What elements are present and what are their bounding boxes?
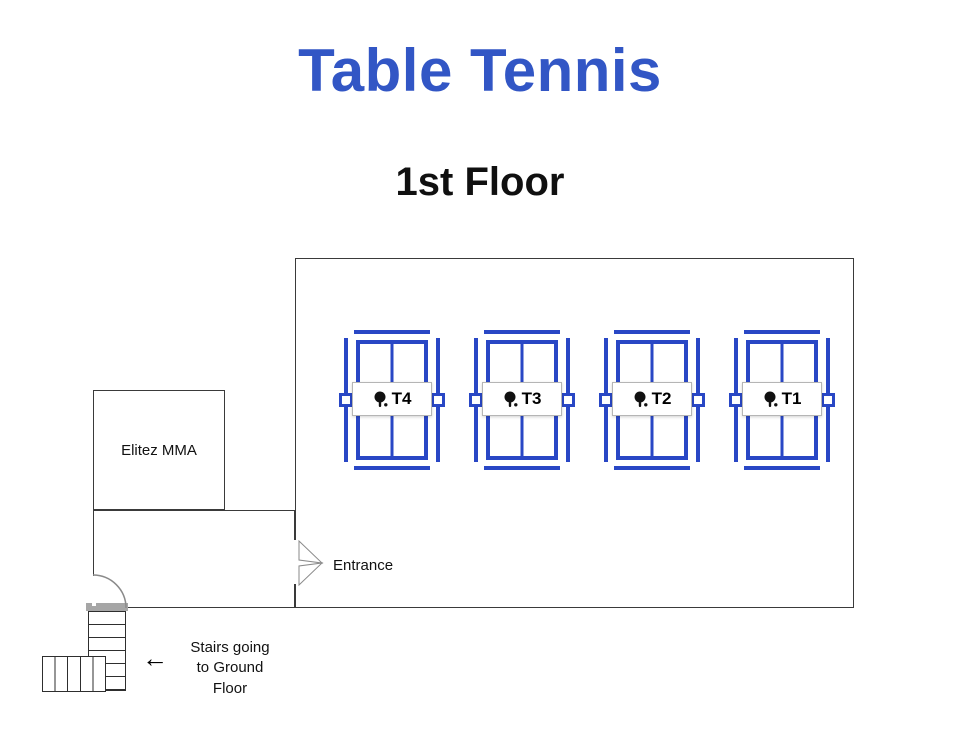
stairs-vertical-flight: [88, 611, 126, 691]
hallway-door-gap: [92, 576, 96, 606]
table-tennis-table: T2: [599, 330, 705, 470]
stairs-horizontal-flight: [42, 656, 106, 692]
table-barrier-bottom: [354, 466, 430, 470]
table-label-text: T2: [651, 389, 672, 408]
entrance-door-icon: [298, 540, 324, 586]
table-barrier-top: [354, 330, 430, 334]
entrance-wall-gap: [291, 540, 299, 584]
net-post-right: [821, 393, 835, 407]
net-post-left: [599, 393, 613, 407]
table-barrier-top: [614, 330, 690, 334]
paddle-icon: [504, 391, 518, 407]
stairs-caption-line: to Ground: [196, 659, 264, 677]
table-label: T4: [352, 382, 432, 416]
hallway-outline: [93, 510, 295, 608]
paddle-icon: [374, 391, 388, 407]
entrance-label: Entrance: [333, 557, 394, 574]
table-barrier-bottom: [744, 466, 820, 470]
left-arrow-icon: ←: [142, 643, 168, 673]
stairs-caption-line: Floor: [212, 679, 248, 697]
table-label: T2: [612, 382, 692, 416]
table-barrier-top: [484, 330, 560, 334]
table-label-text: T3: [521, 389, 542, 408]
table-barrier-top: [744, 330, 820, 334]
paddle-icon: [764, 391, 778, 407]
net-post-right: [561, 393, 575, 407]
stairs-landing: [86, 603, 128, 611]
table-label: T1: [742, 382, 822, 416]
stairs-caption-line: Stairs going: [190, 639, 270, 656]
stairs-caption: Stairs going to Ground Floor: [178, 638, 282, 699]
table-tennis-table: T3: [469, 330, 575, 470]
floor-subtitle: 1st Floor: [395, 160, 565, 204]
mma-room-label: Elitez MMA: [121, 441, 197, 459]
table-barrier-bottom: [614, 466, 690, 470]
door-swing-arc-icon: [92, 574, 127, 609]
net-post-right: [431, 393, 445, 407]
page-title: Table Tennis: [298, 37, 662, 104]
net-post-left: [339, 393, 353, 407]
table-tennis-table: T4: [339, 330, 445, 470]
mma-room-outline: Elitez MMA: [93, 390, 225, 510]
paddle-icon: [634, 391, 648, 407]
table-barrier-bottom: [484, 466, 560, 470]
net-post-left: [469, 393, 483, 407]
net-post-left: [729, 393, 743, 407]
table-label-text: T4: [391, 389, 412, 408]
table-label: T3: [482, 382, 562, 416]
table-tennis-table: T1: [729, 330, 835, 470]
net-post-right: [691, 393, 705, 407]
table-label-text: T1: [781, 389, 802, 408]
